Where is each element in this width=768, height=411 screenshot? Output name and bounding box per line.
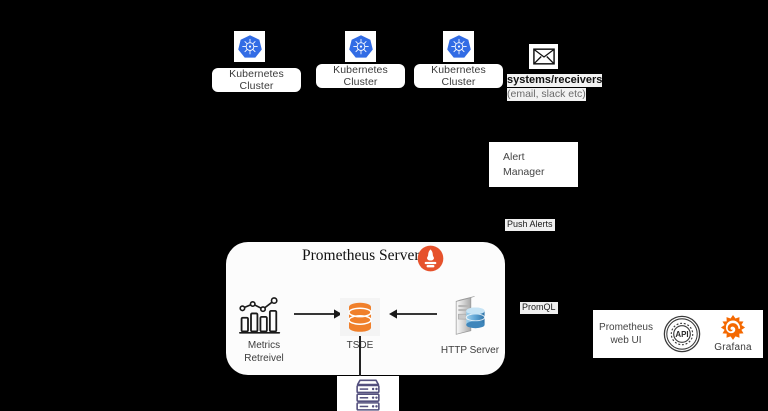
kubernetes-icon bbox=[345, 31, 376, 62]
target-label-text: Kubernetes Cluster bbox=[333, 63, 388, 88]
envelope-icon bbox=[529, 44, 558, 69]
arrow-http-to-tsde bbox=[389, 307, 437, 321]
web-ui-line1: Prometheus bbox=[599, 322, 653, 333]
metrics-retrieval-label: Metrics Retreivel bbox=[236, 340, 292, 365]
bar-chart-line-icon bbox=[239, 296, 287, 336]
prometheus-server-title: Prometheus Server bbox=[302, 247, 420, 264]
receivers-title: systems/receivers bbox=[507, 74, 603, 88]
connector-tsde-down bbox=[359, 336, 361, 376]
api-icon[interactable]: API bbox=[659, 315, 705, 353]
metrics-retrieval-line2: Retreivel bbox=[244, 352, 284, 364]
promql-label: PromQL bbox=[520, 302, 558, 314]
alert-manager-line2: Manager bbox=[503, 165, 545, 178]
server-rack-icon[interactable] bbox=[337, 376, 399, 411]
consumers-box[interactable]: Prometheus web UI API bbox=[593, 310, 763, 358]
alert-manager-line1: Alert bbox=[503, 151, 525, 164]
kubernetes-icon bbox=[443, 31, 474, 62]
prometheus-torch-icon bbox=[417, 245, 444, 272]
arrow-metrics-to-tsde bbox=[294, 307, 342, 321]
target-label-1[interactable]: Kubernetes Cluster bbox=[316, 64, 405, 88]
target-label-0[interactable]: Kubernetes Cluster bbox=[212, 68, 301, 92]
grafana-logo[interactable]: Grafana bbox=[705, 314, 761, 355]
receivers-subtitle: (email, slack etc) bbox=[507, 88, 586, 101]
kubernetes-icon bbox=[234, 31, 265, 62]
push-alerts-label: Push Alerts bbox=[505, 219, 555, 231]
api-icon-text: API bbox=[675, 330, 688, 339]
target-label-text: Kubernetes Cluster bbox=[229, 67, 284, 92]
web-ui-line2: web UI bbox=[610, 335, 642, 346]
http-server-icon bbox=[447, 294, 491, 338]
target-label-2[interactable]: Kubernetes Cluster bbox=[414, 64, 503, 88]
target-label-text: Kubernetes Cluster bbox=[431, 63, 486, 88]
grafana-label: Grafana bbox=[714, 341, 752, 353]
prometheus-web-ui-label: Prometheus web UI bbox=[593, 321, 659, 347]
metrics-retrieval-line1: Metrics bbox=[247, 340, 281, 351]
alert-manager-box[interactable]: Alert Manager bbox=[489, 142, 578, 187]
http-server-label: HTTP Server bbox=[440, 345, 500, 356]
database-icon bbox=[340, 298, 380, 336]
